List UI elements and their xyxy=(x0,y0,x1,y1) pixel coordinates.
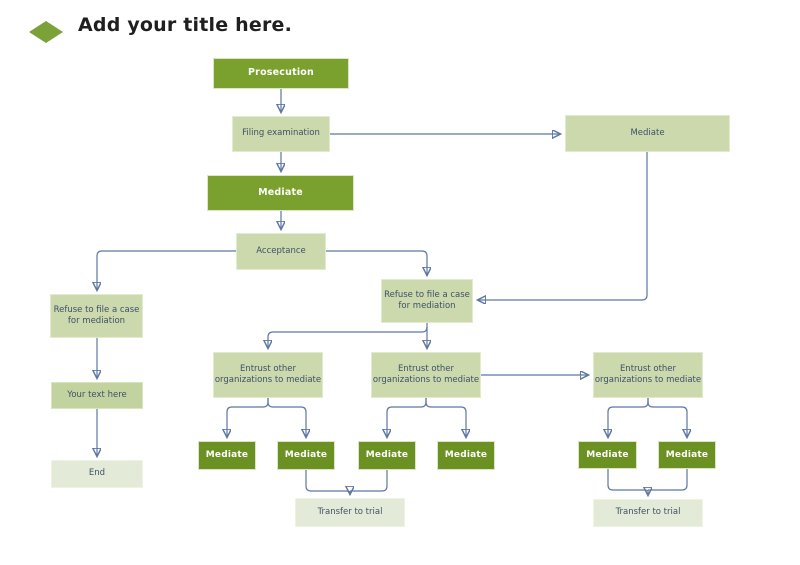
node-entrust-3: Entrust other organizations to mediate xyxy=(593,352,703,398)
connector-acceptance-refuse-mid xyxy=(326,250,427,275)
page-title: Add your title here. xyxy=(78,14,293,36)
node-mediate-5: Mediate xyxy=(578,441,637,469)
node-entrust-2: Entrust other organizations to mediate xyxy=(371,352,481,398)
node-mediate-2: Mediate xyxy=(277,441,335,470)
node-mediate-4: Mediate xyxy=(437,441,495,470)
node-mediate-right: Mediate xyxy=(565,115,730,152)
connector-entrust-3-mediate-6 xyxy=(647,398,687,437)
connector-refuse-mid-entrust-1 xyxy=(268,326,428,348)
node-your-text: Your text here xyxy=(51,382,143,409)
node-entrust-1: Entrust other organizations to mediate xyxy=(213,352,323,398)
connector-mediate-6-transfer-2 xyxy=(648,469,688,491)
node-prosecution: Prosecution xyxy=(213,58,349,89)
node-mediate-main: Mediate xyxy=(207,175,354,211)
node-transfer-1: Transfer to trial xyxy=(295,498,405,527)
connector-mediate-right-refuse-mid xyxy=(478,152,648,300)
node-refuse-left: Refuse to file a case for mediation xyxy=(50,294,143,338)
connector-mediate-3-transfer-1 xyxy=(350,470,388,492)
node-mediate-3: Mediate xyxy=(358,441,416,470)
node-transfer-2: Transfer to trial xyxy=(593,499,703,527)
node-mediate-1: Mediate xyxy=(198,441,256,470)
node-acceptance: Acceptance xyxy=(236,233,326,270)
connector-entrust-2-mediate-3 xyxy=(387,398,427,437)
node-refuse-mid: Refuse to file a case for mediation xyxy=(381,279,473,323)
connector-entrust-1-mediate-1 xyxy=(227,398,269,437)
diamond-icon xyxy=(29,21,63,43)
connector-entrust-1-mediate-2 xyxy=(267,398,306,437)
node-mediate-6: Mediate xyxy=(658,441,716,469)
connector-mediate-5-transfer-2 xyxy=(607,469,648,495)
connector-entrust-2-mediate-4 xyxy=(425,398,466,437)
connector-mediate-2-transfer-1 xyxy=(305,470,350,494)
node-end: End xyxy=(51,460,143,488)
node-filing-examination: Filing examination xyxy=(232,116,330,152)
connector-acceptance-refuse-left xyxy=(97,250,236,290)
connector-entrust-3-mediate-5 xyxy=(608,398,649,437)
